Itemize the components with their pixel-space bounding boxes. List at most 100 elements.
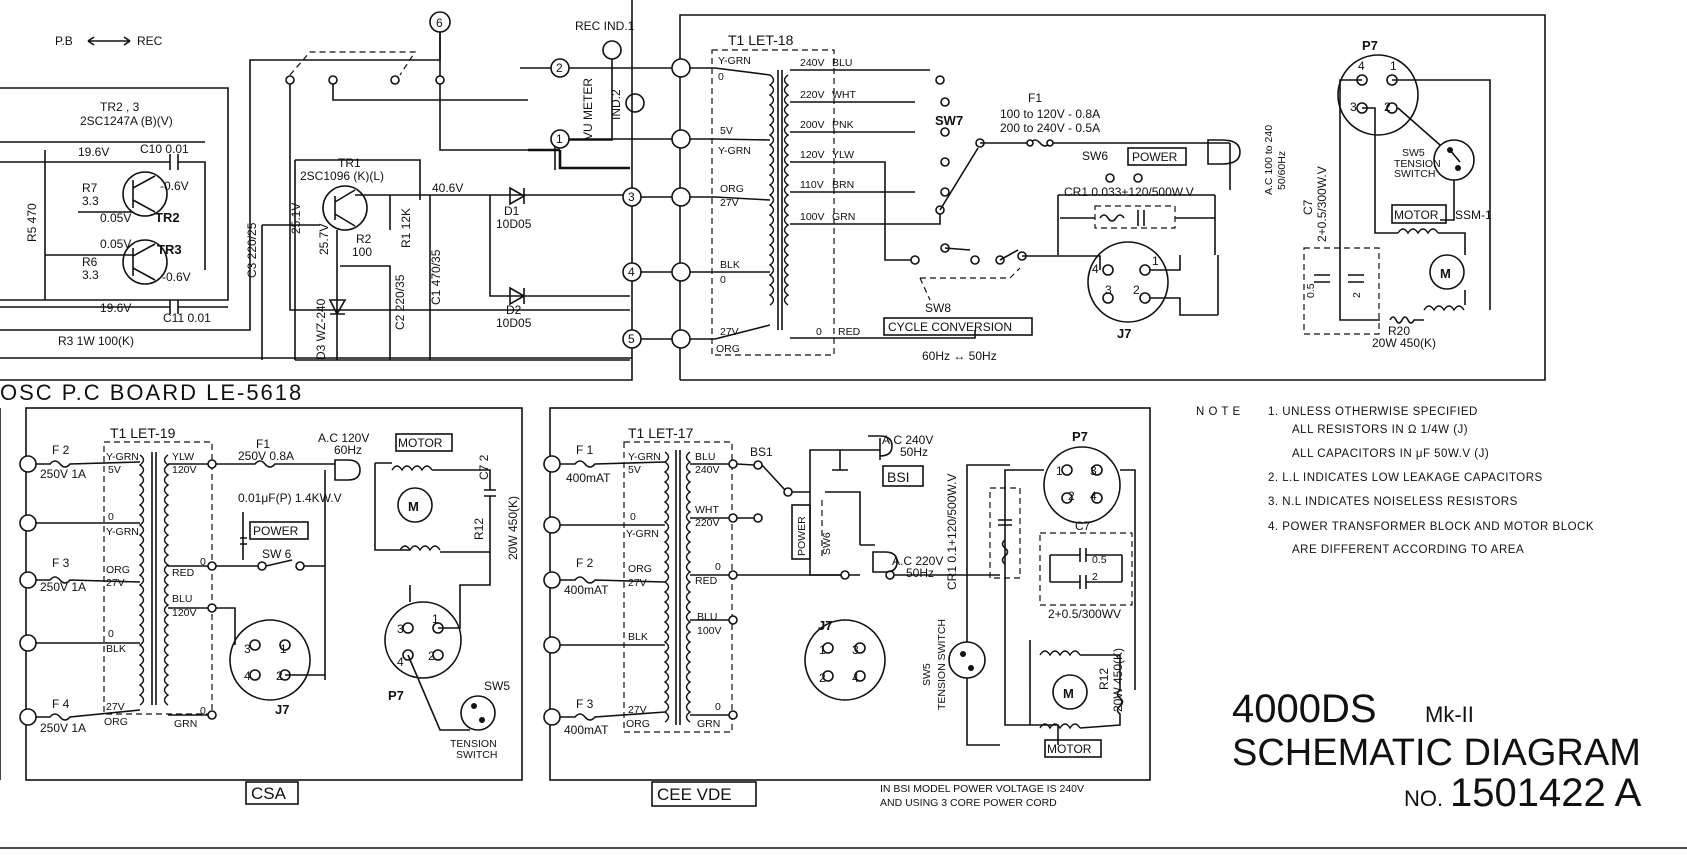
cee-j7-label: J7 [818,618,832,633]
csa-f2-label: F 2 [52,443,70,457]
bsi-note-line1: IN BSI MODEL POWER VOLTAGE IS 240V [880,783,1084,795]
v257-label: 25.7V [317,224,331,255]
j7-pin-1: 1 [1152,254,1159,268]
csa-f4-label: F 4 [52,697,70,711]
v251-label: 25.1V [289,203,303,234]
cee-block: T1 LET-17 Y-GRN 5V 0 Y-GRN ORG 27V BLK 2… [543,407,1151,809]
cee-r12-label: R12 [1097,668,1111,690]
cee-motor-label: MOTOR [1047,742,1092,756]
sw7-label: SW7 [935,113,963,128]
csa-zero3: 0 [200,556,206,568]
f1-rating-a: 100 to 120V - 0.8A [1000,107,1100,121]
note-1b: ALL CAPACITORS IN μF 50W.V (J) [1292,448,1489,460]
note-4: 4. POWER TRANSFORMER BLOCK AND MOTOR BLO… [1268,521,1594,533]
c2-label: C2 220/35 [393,274,407,330]
t1-ygrn: Y-GRN [718,55,751,67]
csa-120vb: 120V [172,607,197,619]
cee-blu: BLU [695,451,715,463]
top-ssm-label: SSM-1 [1455,208,1492,222]
tap-pnk: PNK [832,119,854,131]
top-p7-pin-2: 2 [1384,100,1391,114]
csa-f4-rating: 250V 1A [40,721,86,735]
note-1a: ALL RESISTORS IN Ω 1/4W (J) [1292,424,1468,436]
cee-100v: 100V [697,625,722,637]
csa-120v: 120V [172,464,197,476]
csa-ylw: YLW [172,451,194,463]
node-3-label: 3 [628,190,635,204]
cee-ac240-freq: 50Hz [900,445,928,459]
r20-value: 20W 450(K) [1372,336,1436,350]
csa-f1-label: F1 [256,437,270,451]
title-heading: SCHEMATIC DIAGRAM [1232,732,1641,774]
cee-f2-rating: 400mAT [564,583,609,597]
tap-wht: WHT [832,89,856,101]
csa-ac-freq: 60Hz [334,443,362,457]
csa-blk: BLK [106,643,126,655]
node-4-label: 4 [628,265,635,279]
tap-brn: BRN [832,179,854,191]
cee-p7-pin-3: 3 [1090,464,1097,478]
top-p7-pin-1: 1 [1390,59,1397,73]
c3-label: C3 220/25 [245,222,259,278]
top-j7-label: J7 [1117,326,1131,341]
cee-220v: 220V [695,517,720,529]
cee-zero4: 0 [715,701,721,713]
tr1-symbol [322,185,368,231]
node-2-label: 2 [556,61,563,75]
csa-r12-value: 20W 450(K) [506,496,520,560]
t1-5v: 5V [720,125,733,137]
top-ac-label: A.C 100 to 240 [1263,125,1275,195]
csa-ygrn: Y-GRN [106,451,139,463]
cee-grn: GRN [697,718,720,730]
j7-pin-4: 4 [1092,262,1099,276]
r7-label: R7 [82,181,98,195]
tr23-label: TR2 , 3 [100,100,140,114]
cee-p7-pin-1: 1 [1056,464,1063,478]
csa-5v: 5V [108,464,121,476]
csa-org2: ORG [104,716,128,728]
cee-tension-label: TENSION SWITCH [936,619,948,710]
cee-ac240-label: A.C 240V [882,433,933,447]
top-motor-m: M [1440,266,1451,281]
t1-27v: 27V [720,197,739,209]
csa-zero4: 0 [200,705,206,717]
cee-240v: 240V [695,464,720,476]
csa-sw6-label: SW 6 [262,547,292,561]
cee-p7-pin-2: 2 [1068,489,1075,503]
csa-27vb: 27V [106,701,125,713]
title-number: 1501422 A [1450,771,1642,815]
cee-vde-label: CEE VDE [657,785,732,804]
csa-f1-rating: 250V 0.8A [238,449,294,463]
cee-f1-label: F 1 [576,443,594,457]
top-sw5-label: SW5 [1402,147,1425,159]
f1-rating-b: 200 to 240V - 0.5A [1000,121,1100,135]
csa-p7-pin-3: 3 [397,622,404,636]
top-tension-label: TENSION [1394,158,1441,170]
d3-label: D3 WZ-240 [314,298,328,360]
top-p7-pin-4: 4 [1358,59,1365,73]
c10-label: C10 0.01 [140,142,189,156]
note-heading: N O T E [1196,406,1241,418]
top-ac-freq: 50/60Hz [1276,151,1288,190]
note-4a: ARE DIFFERENT ACCORDING TO AREA [1292,544,1524,556]
tr2-base-volt: 0.05V [100,211,131,225]
csa-f3-label: F 3 [52,556,70,570]
v196b-label: 19.6V [100,301,131,315]
csa-red: RED [172,567,195,579]
csa-ac-label: A.C 120V [318,431,369,445]
node-1-label: 1 [556,132,563,146]
cee-f3-label: F 3 [576,697,594,711]
top-p7-label: P7 [1362,38,1378,53]
csa-zero2: 0 [108,628,114,640]
cee-p7-pin-4: 4 [1090,489,1097,503]
csa-p7-label: P7 [388,688,404,703]
tap-0: 0 [816,326,822,338]
tr3-base-volt: 0.05V [100,237,131,251]
csa-block: T1 LET-19 Y-GRN 5V 0 Y-GRN ORG 27V 0 BLK… [0,407,523,805]
tr23-part: 2SC1247A (B)(V) [80,114,173,128]
cee-5v: 5V [628,464,641,476]
notes-block: N O T E 1. UNLESS OTHERWISE SPECIFIED AL… [1196,406,1594,556]
tr2-symbol [122,171,168,217]
top-c7-label: C7 [1301,199,1315,215]
